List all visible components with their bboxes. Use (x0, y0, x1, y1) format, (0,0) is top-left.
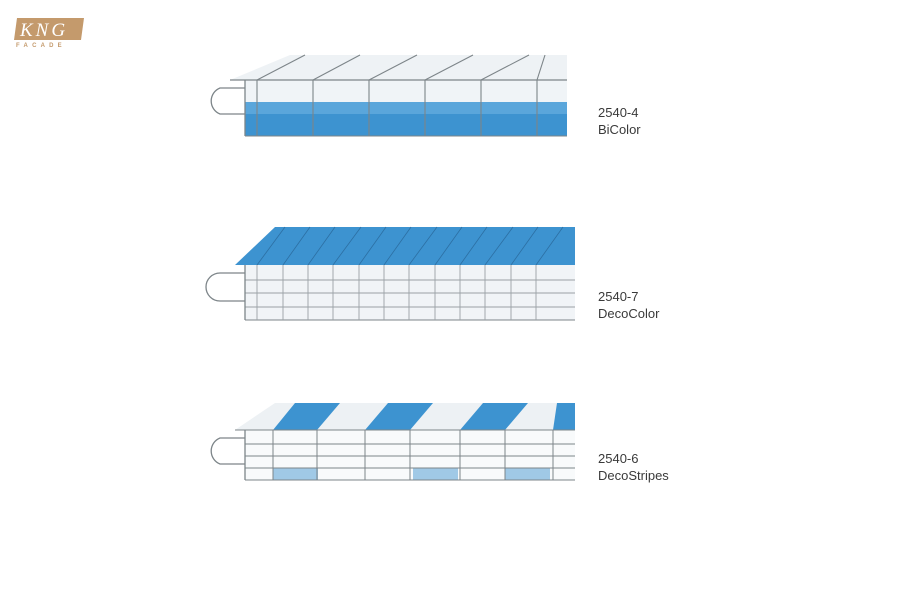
panel-name: DecoColor (598, 306, 660, 321)
panel-decostripes-diagram (210, 403, 575, 481)
panel-decostripes-label: 2540-6 DecoStripes (598, 450, 669, 484)
kng-facade-logo: KNG FACADE (14, 18, 84, 52)
logo-mark-icon: KNG (14, 18, 84, 40)
svg-text:KNG: KNG (19, 20, 68, 40)
panel-bicolor-diagram (210, 54, 567, 137)
panel-name: BiColor (598, 122, 641, 137)
logo-subtitle: FACADE (16, 43, 66, 49)
panel-name: DecoStripes (598, 468, 669, 483)
panel-bicolor-label: 2540-4 BiColor (598, 104, 641, 138)
panel-decocolor-label: 2540-7 DecoColor (598, 288, 659, 322)
panel-code: 2540-6 (598, 451, 639, 466)
panel-code: 2540-7 (598, 289, 639, 304)
panel-decocolor-diagram (205, 226, 575, 321)
panel-code: 2540-4 (598, 105, 639, 120)
